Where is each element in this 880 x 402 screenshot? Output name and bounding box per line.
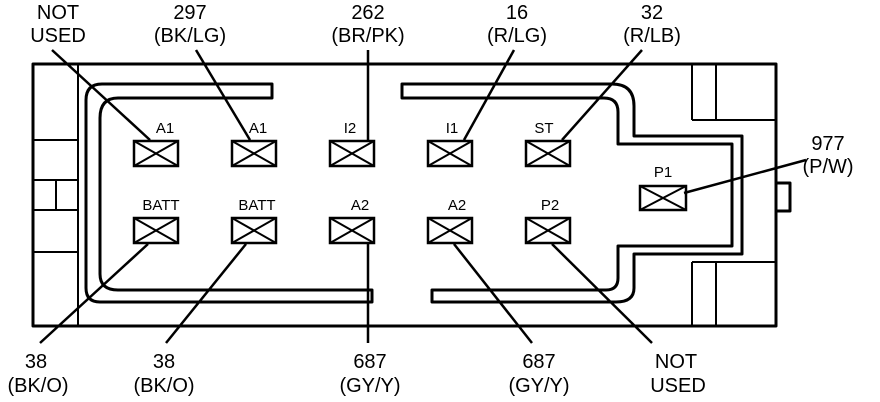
callout-circuit: 977 bbox=[811, 133, 844, 155]
callout-16: 16 (R/LG) bbox=[487, 2, 547, 47]
callout-color: (R/LB) bbox=[623, 25, 681, 47]
terminal-a2-left bbox=[328, 216, 376, 245]
callout-color: (R/LG) bbox=[487, 25, 547, 47]
connector-housing bbox=[31, 62, 792, 328]
callout-circuit: 16 bbox=[506, 2, 528, 24]
pin-label-a2-right: A2 bbox=[448, 197, 466, 214]
callout-262: 262 (BR/PK) bbox=[331, 2, 404, 47]
callout-circuit: 687 bbox=[522, 351, 555, 373]
terminal-p2 bbox=[524, 216, 572, 245]
terminal-i2 bbox=[328, 139, 376, 168]
terminal-a1-left bbox=[132, 139, 180, 168]
callout-color: (BK/O) bbox=[7, 375, 68, 397]
terminal-batt-left bbox=[132, 216, 180, 245]
pin-label-p1: P1 bbox=[654, 164, 672, 181]
terminal-st bbox=[524, 139, 572, 168]
leader-38-left bbox=[39, 243, 149, 344]
pin-label-st: ST bbox=[534, 120, 553, 137]
callout-circuit: 687 bbox=[353, 351, 386, 373]
terminal-cavity bbox=[84, 82, 744, 304]
leader-38-right bbox=[165, 243, 247, 344]
callout-color: (BK/LG) bbox=[154, 25, 226, 47]
terminal-a2-right bbox=[426, 216, 474, 245]
callout-circuit: 262 bbox=[351, 2, 384, 24]
callout-circuit: 38 bbox=[25, 351, 47, 373]
callout-circuit: 38 bbox=[153, 351, 175, 373]
terminal-batt-right bbox=[230, 216, 278, 245]
callout-line: NOT bbox=[37, 2, 79, 24]
leader-977 bbox=[683, 158, 807, 195]
callout-not-used-bottom: NOT USED bbox=[650, 351, 706, 397]
callout-687-left: 687 (GY/Y) bbox=[339, 351, 400, 397]
callout-color: (GY/Y) bbox=[339, 375, 400, 397]
callout-32: 32 (R/LB) bbox=[623, 2, 681, 47]
callout-line: USED bbox=[650, 375, 706, 397]
callout-line: NOT bbox=[655, 351, 697, 373]
callout-color: (P/W) bbox=[802, 156, 853, 178]
callout-color: (BR/PK) bbox=[331, 25, 404, 47]
leader-687-right bbox=[453, 243, 533, 344]
leader-32 bbox=[561, 49, 643, 141]
callout-color: (BK/O) bbox=[133, 375, 194, 397]
pin-label-i2: I2 bbox=[344, 120, 357, 137]
terminal-a1-right bbox=[230, 139, 278, 168]
pin-label-batt-right: BATT bbox=[238, 197, 275, 214]
pin-label-p2: P2 bbox=[541, 197, 559, 214]
callout-circuit: 32 bbox=[641, 2, 663, 24]
callout-38-right: 38 (BK/O) bbox=[133, 351, 194, 397]
callout-297: 297 (BK/LG) bbox=[154, 2, 226, 47]
callout-687-right: 687 (GY/Y) bbox=[508, 351, 569, 397]
leader-16 bbox=[462, 49, 516, 141]
terminal-i1 bbox=[426, 139, 474, 168]
leader-lines bbox=[39, 49, 807, 344]
leader-not-used-bottom bbox=[551, 243, 653, 344]
leader-not-used-top bbox=[51, 49, 151, 141]
callout-not-used-top: NOT USED bbox=[30, 2, 86, 47]
leader-297 bbox=[194, 49, 252, 141]
pin-label-a1-left: A1 bbox=[156, 120, 174, 137]
pin-label-i1: I1 bbox=[446, 120, 459, 137]
pin-label-batt-left: BATT bbox=[142, 197, 179, 214]
callout-line: USED bbox=[30, 25, 86, 47]
callout-color: (GY/Y) bbox=[508, 375, 569, 397]
pin-label-a2-left: A2 bbox=[351, 197, 369, 214]
callout-38-left: 38 (BK/O) bbox=[7, 351, 68, 397]
callout-circuit: 297 bbox=[173, 2, 206, 24]
pin-label-a1-right: A1 bbox=[249, 120, 267, 137]
terminal-p1 bbox=[638, 184, 688, 212]
callout-977: 977 (P/W) bbox=[802, 133, 853, 178]
